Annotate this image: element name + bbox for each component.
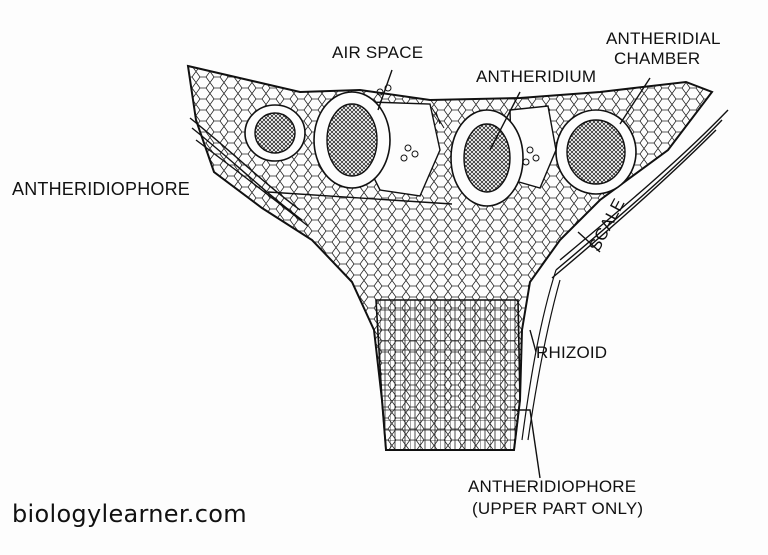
stalk-tissue xyxy=(375,299,521,451)
label-air-space: AIR SPACE xyxy=(332,43,424,62)
label-antheridiophore-upper-2: (UPPER PART ONLY) xyxy=(472,499,644,518)
leader-antheridial-chamber xyxy=(619,77,651,125)
label-antheridiophore: ANTHERIDIOPHORE xyxy=(12,179,191,199)
label-rhizoid: RHIZOID xyxy=(536,343,608,362)
left-scales xyxy=(189,117,309,227)
right-scales xyxy=(551,109,729,279)
cell-clusters xyxy=(376,84,540,166)
label-antheridial-chamber-1: ANTHERIDIAL xyxy=(606,29,721,48)
watermark-text: biologylearner.com xyxy=(12,500,247,528)
leader-air-space xyxy=(377,69,393,111)
leader-antheridiophore xyxy=(267,191,453,205)
leader-antheridium xyxy=(489,91,521,151)
label-antheridial-chamber-2: CHAMBER xyxy=(614,49,701,68)
label-antheridium: ANTHERIDIUM xyxy=(476,67,597,86)
label-antheridiophore-upper-1: ANTHERIDIOPHORE xyxy=(468,477,637,496)
leader-upper-part xyxy=(512,409,541,479)
leader-scale xyxy=(577,231,601,253)
leader-rhizoid xyxy=(529,329,537,353)
antheridial-chambers xyxy=(244,91,637,207)
leader-lines xyxy=(267,69,651,479)
